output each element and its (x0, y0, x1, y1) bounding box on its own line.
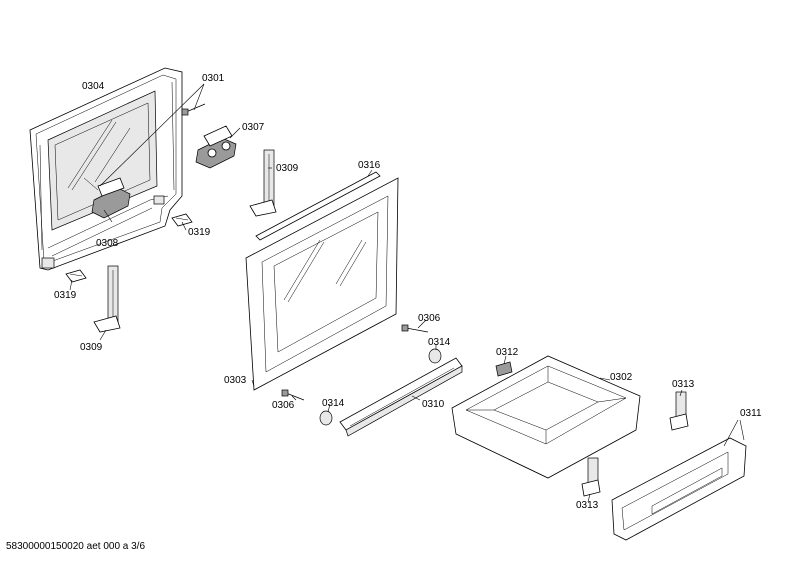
screw-part (181, 103, 206, 116)
part-label-0309: 0309 (80, 342, 103, 353)
part-label-0314: 0314 (428, 337, 451, 348)
part-label-0319: 0319 (54, 290, 77, 301)
part-label-0302: 0302 (610, 372, 633, 383)
part-label-0310: 0310 (422, 399, 445, 410)
part-label-0313: 0313 (576, 500, 599, 511)
drawer-front-part (611, 437, 747, 541)
bracket-part (171, 213, 193, 227)
part-label-0314: 0314 (322, 398, 345, 409)
screw-part (401, 324, 429, 333)
part-label-0301: 0301 (202, 73, 225, 84)
part-label-0316: 0316 (358, 160, 381, 171)
part-label-0303: 0303 (224, 375, 247, 386)
part-label-0313: 0313 (672, 379, 695, 390)
outer-door-glass (245, 177, 399, 391)
leader-lines (69, 83, 745, 503)
part-label-0319: 0319 (188, 227, 211, 238)
inner-door-panel (29, 67, 183, 271)
part-label-0312: 0312 (496, 347, 519, 358)
bracket-part (65, 269, 87, 283)
runner-clip-part (669, 391, 689, 431)
hinge-cover-part (195, 125, 237, 169)
part-label-0306: 0306 (418, 313, 441, 324)
clip-part (495, 361, 513, 377)
part-label-0308: 0308 (96, 238, 119, 249)
end-cap-part (428, 348, 442, 364)
part-label-0309: 0309 (276, 163, 299, 174)
part-label-0304: 0304 (82, 81, 105, 92)
screw-part (281, 389, 305, 401)
part-label-0311: 0311 (740, 408, 762, 419)
drawer-tray-part (451, 355, 641, 479)
hinge-part (93, 265, 121, 333)
seal-strip-part (255, 171, 381, 241)
part-label-0307: 0307 (242, 122, 265, 133)
door-handle-part (339, 357, 463, 437)
part-label-0306: 0306 (272, 400, 295, 411)
document-reference: 58300000150020 aet 000 a 3/6 (6, 541, 146, 552)
hinge-cover-part (83, 177, 131, 219)
hinge-part (249, 149, 277, 217)
end-cap-part (319, 410, 333, 426)
runner-clip-part (581, 457, 601, 497)
